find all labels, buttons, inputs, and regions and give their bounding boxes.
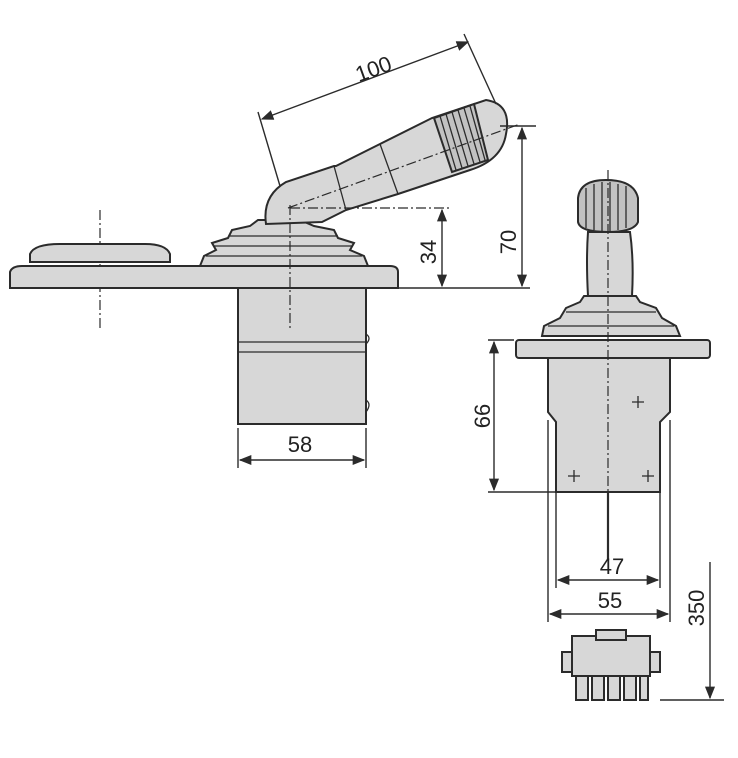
front-lever-shaft bbox=[586, 231, 634, 297]
side-small-knob bbox=[29, 243, 171, 263]
front-rubber-boot bbox=[540, 295, 682, 337]
dim-66-label: 66 bbox=[470, 404, 495, 428]
front-connector bbox=[561, 629, 661, 701]
side-body-screw-1 bbox=[365, 333, 370, 345]
dim-100-ext-right bbox=[463, 33, 497, 105]
front-body bbox=[547, 357, 671, 493]
side-lever-axis bbox=[287, 123, 521, 209]
side-rubber-boot bbox=[198, 219, 370, 267]
side-view: 100 34 70 58 bbox=[9, 33, 536, 468]
side-body-screw-2 bbox=[365, 399, 370, 413]
front-body-screws bbox=[568, 396, 654, 482]
connector-pin-3 bbox=[607, 675, 621, 701]
connector-pin-2 bbox=[591, 675, 605, 701]
dim-100-line bbox=[260, 41, 470, 120]
front-view: 66 47 55 350 bbox=[470, 170, 724, 701]
dim-100-label: 100 bbox=[352, 51, 395, 87]
connector-pin-1 bbox=[575, 675, 589, 701]
side-body bbox=[237, 287, 367, 425]
connector-pin-5 bbox=[639, 675, 649, 701]
front-knurl-pattern bbox=[585, 182, 627, 232]
connector-pin-4 bbox=[623, 675, 637, 701]
connector-housing bbox=[571, 635, 651, 677]
dim-350-label: 350 bbox=[684, 590, 709, 627]
dim-34-label: 34 bbox=[416, 240, 441, 264]
connector-side-clip-right bbox=[649, 651, 661, 673]
dim-47-label: 47 bbox=[600, 554, 624, 579]
side-lever-joint-1 bbox=[333, 165, 347, 211]
front-mounting-plate bbox=[515, 339, 711, 359]
dim-100-ext-left bbox=[257, 111, 281, 187]
dim-55-label: 55 bbox=[598, 588, 622, 613]
side-lever-joint-2 bbox=[379, 143, 399, 195]
dim-58-label: 58 bbox=[288, 432, 312, 457]
connector-side-clip-left bbox=[561, 651, 573, 673]
dim-70-label: 70 bbox=[496, 230, 521, 254]
connector-latch bbox=[595, 629, 627, 641]
side-mounting-plate bbox=[9, 265, 399, 289]
